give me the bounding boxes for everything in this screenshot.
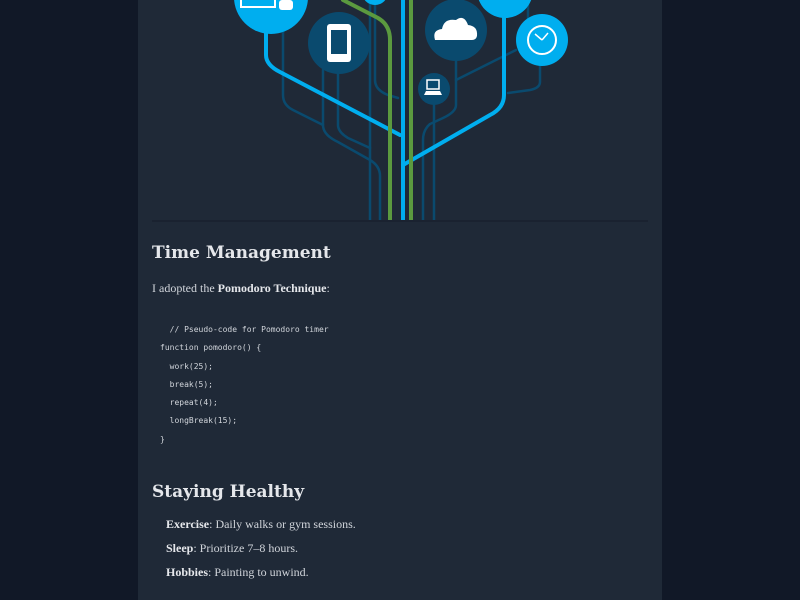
technology-tree-illustration (234, 0, 568, 221)
item-label: Exercise (166, 517, 210, 531)
code-line: break(5); (160, 379, 213, 389)
list-item: Hobbies: Painting to unwind. (166, 565, 356, 589)
code-line: work(25); (160, 361, 213, 371)
code-line: // Pseudo-code for Pomodoro timer (160, 325, 329, 334)
laptop-node (418, 73, 450, 105)
divider (152, 220, 648, 222)
code-line: function pomodoro() { (160, 343, 262, 353)
light-branches (264, 0, 506, 221)
intro-paragraph: I adopted the Pomodoro Technique: (152, 281, 330, 296)
intro-bold: Pomodoro Technique (217, 281, 327, 295)
code-line: longBreak(15); (160, 416, 238, 426)
item-text: : Prioritize 7–8 hours. (193, 541, 298, 555)
intro-suffix: : (326, 281, 330, 295)
intro-text: I adopted the (152, 281, 218, 295)
list-item: Sleep: Prioritize 7–8 hours. (166, 541, 356, 565)
phone-node (308, 12, 370, 74)
item-label: Hobbies (166, 565, 209, 579)
section-title-staying-healthy: Staying Healthy (152, 482, 305, 502)
code-block: // Pseudo-code for Pomodoro timer functio… (160, 321, 329, 449)
item-label: Sleep (166, 541, 194, 555)
monitor-node (234, 0, 308, 34)
item-text: : Painting to unwind. (208, 565, 309, 579)
dark-branches (281, 0, 542, 221)
code-line: repeat(4); (160, 398, 218, 408)
code-line: } (160, 434, 165, 444)
list-item: Exercise: Daily walks or gym sessions. (166, 517, 356, 541)
health-list: Exercise: Daily walks or gym sessions. S… (166, 517, 356, 589)
green-branches (341, 0, 413, 221)
item-text: : Daily walks or gym sessions. (209, 517, 356, 531)
top-node (478, 0, 532, 18)
clock-node (516, 14, 568, 66)
article-container: Time Management I adopted the Pomodoro T… (138, 0, 662, 600)
top-small-node (364, 0, 386, 5)
cloud-node (425, 0, 487, 61)
section-title-time-management: Time Management (152, 243, 331, 263)
